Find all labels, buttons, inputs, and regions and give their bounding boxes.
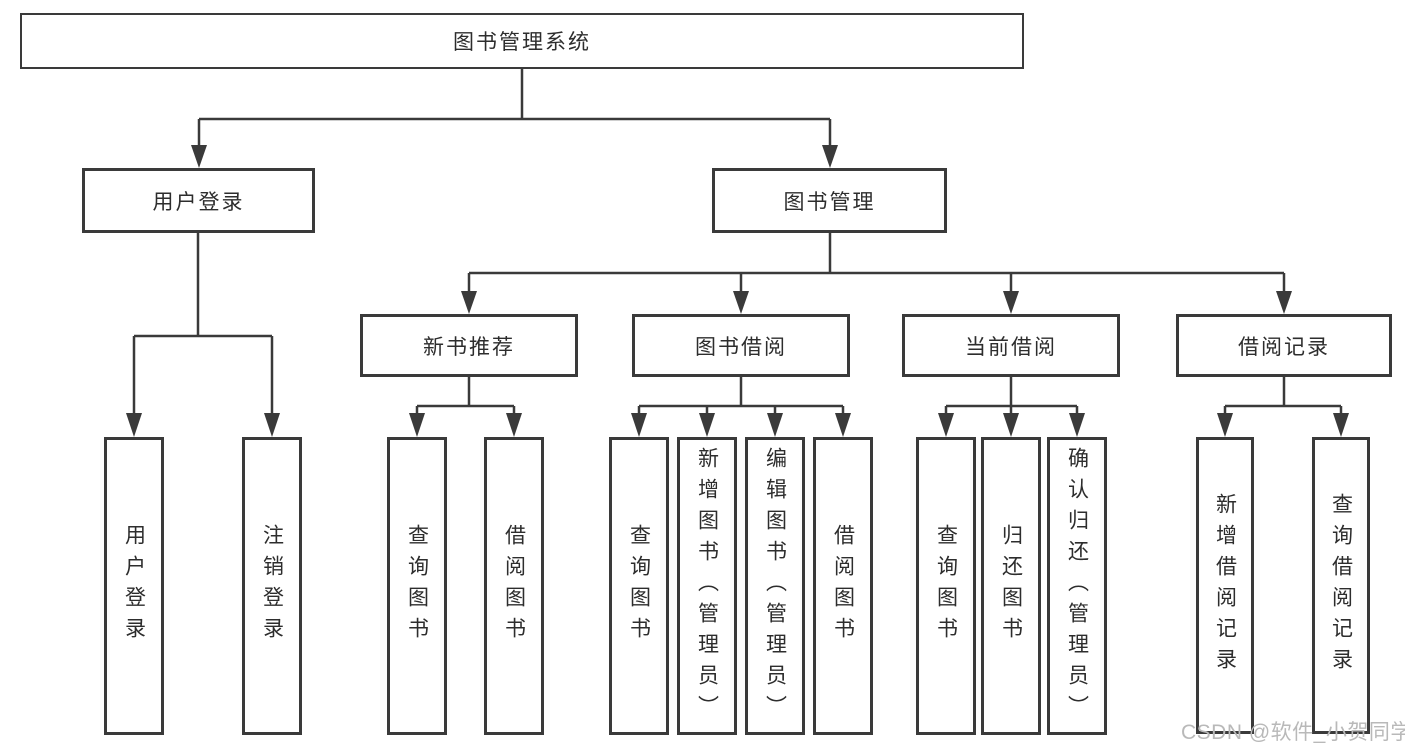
node-borrowing-records: 借阅记录 xyxy=(1176,314,1392,377)
node-user-login: 用户登录 xyxy=(82,168,315,233)
leaf-borrow-borrow-books: 借阅图书 xyxy=(813,437,873,735)
leaf-current-query-books: 查询图书 xyxy=(916,437,976,735)
leaf-logout: 注销登录 xyxy=(242,437,302,735)
connector-lines xyxy=(132,69,1343,414)
node-book-management: 图书管理 xyxy=(712,168,947,233)
leaf-current-return-books: 归还图书 xyxy=(981,437,1041,735)
leaf-user-login: 用户登录 xyxy=(104,437,164,735)
leaf-borrow-add-books-admin: 新增图书（管理员） xyxy=(677,437,737,735)
leaf-current-confirm-return-admin: 确认归还（管理员） xyxy=(1047,437,1107,735)
node-current-borrowing: 当前借阅 xyxy=(902,314,1120,377)
node-new-book-recommend: 新书推荐 xyxy=(360,314,578,377)
node-library-management-system: 图书管理系统 xyxy=(20,13,1024,69)
arrowheads xyxy=(126,145,1349,437)
leaf-recommend-borrow-books: 借阅图书 xyxy=(484,437,544,735)
leaf-borrow-query-books: 查询图书 xyxy=(609,437,669,735)
node-book-borrowing: 图书借阅 xyxy=(632,314,850,377)
watermark-text: CSDN @软件_小贺同学 xyxy=(1181,721,1405,744)
leaf-records-query-borrow-record: 查询借阅记录 xyxy=(1312,437,1370,734)
leaf-records-add-borrow-record: 新增借阅记录 xyxy=(1196,437,1254,734)
leaf-borrow-edit-books-admin: 编辑图书（管理员） xyxy=(745,437,805,735)
leaf-recommend-query-books: 查询图书 xyxy=(387,437,447,735)
